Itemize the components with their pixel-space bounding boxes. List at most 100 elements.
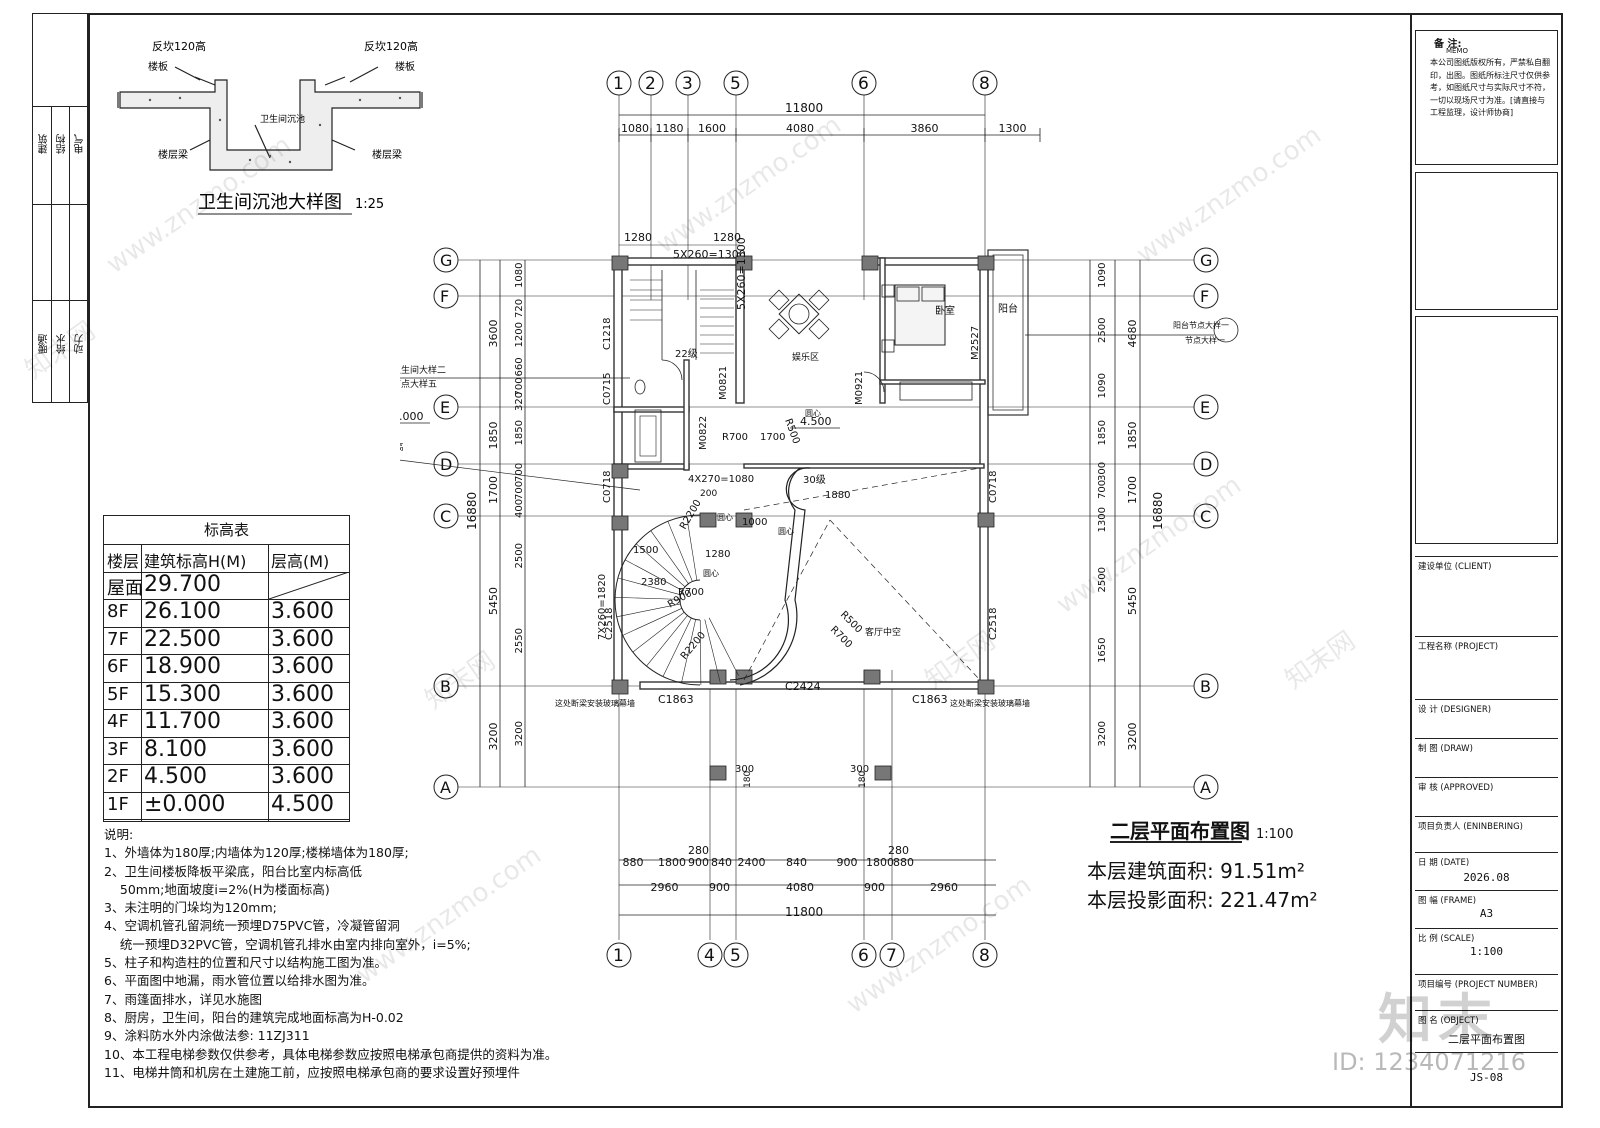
callout-text: 节点大样五	[400, 378, 437, 390]
balcony-wall	[992, 254, 1024, 411]
bed-icon	[894, 284, 946, 346]
spiral-tread	[699, 619, 702, 685]
strip-divider	[33, 300, 87, 301]
spiral-tread	[636, 543, 686, 587]
table-icon	[778, 293, 820, 335]
radius-label: R700	[722, 432, 748, 443]
table-cell: 3.600	[271, 681, 334, 707]
dim-text: 280	[688, 844, 709, 857]
dim-text: 1650	[1097, 638, 1108, 663]
dim-text: 4X270=1080	[688, 474, 754, 485]
detail-scale: 1:25	[355, 197, 384, 212]
brand-logo: 知末	[1378, 988, 1498, 1051]
engineering-label: 项目负责人 (ENINBERING)	[1418, 822, 1523, 832]
axis-bubble	[1193, 503, 1219, 529]
axis-label: 5	[730, 74, 741, 94]
approved-row: 审 核 (APPROVED)	[1415, 777, 1558, 816]
explanation-item: 10、本工程电梯参数仅供参考，具体电梯参数应按照电梯承包商提供的资料为准。	[104, 1046, 558, 1062]
column	[874, 765, 892, 781]
column	[611, 255, 629, 271]
dim-text: 2960	[651, 881, 679, 894]
dim-text: 3200	[514, 721, 525, 746]
table-cell: 层高(M)	[271, 552, 330, 571]
spiral-tread	[616, 603, 681, 618]
slab-label: 楼板	[148, 60, 168, 73]
callout-text: 卫生间大样二	[400, 364, 446, 376]
table-cell: 4.500	[144, 764, 207, 789]
elevation-table-title: 标高表	[104, 516, 349, 545]
curb-label: 反坎120高	[152, 39, 206, 53]
discipline-strip: 建筑 结构 电气 暖通 给水 动力	[32, 13, 88, 403]
column	[735, 512, 753, 528]
spiral-tread	[708, 617, 739, 676]
table-cell: 3.600	[271, 736, 334, 762]
dim-text: 1800	[658, 856, 686, 869]
dim-text: 1280	[705, 549, 730, 560]
spiral-tread	[632, 612, 685, 653]
window-label: C2518	[988, 608, 999, 640]
table-cell: 3.600	[271, 626, 334, 652]
table-cell: 18.900	[144, 654, 221, 679]
axis-bubble	[972, 942, 998, 968]
elevation-mark: 4.500	[800, 415, 832, 428]
axis-bubble	[433, 394, 459, 420]
strip-col	[51, 106, 52, 403]
axis-bubble	[972, 70, 998, 96]
axis-label: D	[440, 455, 452, 474]
notes-body: 本公司图纸版权所有，严禁私自翻印，出图。图纸所标注尺寸仅供参考，如图纸尺寸与实际…	[1430, 58, 1550, 117]
table-cell: 3F	[107, 738, 129, 760]
dim-text: 720	[514, 299, 525, 318]
axis-label: G	[440, 251, 452, 270]
dim-text: 1880	[825, 490, 850, 501]
scale-value: 1:100	[1469, 945, 1504, 958]
axis-label: 8	[979, 946, 990, 966]
scale-label: 比 例 (SCALE)	[1418, 934, 1475, 944]
date-label: 日 期 (DATE)	[1418, 858, 1470, 868]
stamp-box	[1415, 172, 1558, 310]
door-label: M0921	[854, 371, 865, 405]
beam-label: 楼层梁	[158, 148, 188, 161]
explanation-item: 11、电梯井筒和机房在土建施工前，应按照电梯承包商的要求设置好预埋件	[104, 1064, 520, 1080]
stair-label: 30级	[803, 474, 826, 486]
center-label: 圆心	[778, 527, 794, 536]
frame-value: A3	[1479, 907, 1494, 920]
notes-box: 备 注: MEMO 本公司图纸版权所有，严禁私自翻印，出图。图纸所标注尺寸仅供参…	[1415, 30, 1558, 165]
dim-text: 1280	[624, 231, 652, 244]
spiral-tread	[622, 608, 682, 636]
dim-text: 300	[1097, 462, 1108, 481]
explanation-item: 50mm;地面坡度i=2%(H为楼面标高)	[104, 881, 330, 897]
watermark-id: ID: 1234071216	[1332, 1048, 1526, 1076]
room-label: 阳台	[998, 302, 1018, 315]
table-cell: 8.100	[144, 736, 207, 762]
window-label: C0718	[602, 471, 613, 503]
dim-text: 880	[893, 856, 914, 869]
dim-text: 1080	[621, 122, 649, 135]
axis-bubble	[1193, 394, 1219, 420]
scale-row: 比 例 (SCALE) 1:100	[1415, 928, 1558, 967]
dim-text: 700	[1097, 480, 1108, 499]
dim-text: 1300	[999, 122, 1027, 135]
room-label: 娱乐区	[792, 351, 819, 363]
axis-bubble	[433, 283, 459, 309]
strip-label: 结构	[57, 134, 68, 154]
date-value: 2026.08	[1463, 871, 1510, 884]
dim-text: 2960	[930, 881, 958, 894]
wardrobe-icon	[899, 381, 973, 401]
column	[977, 512, 995, 528]
wall	[613, 257, 740, 266]
detail-title: 卫生间沉池大样图	[198, 192, 342, 213]
number-row: 项目编号 (PROJECT NUMBER)	[1415, 974, 1558, 1013]
explanation-item: 8、厨房，卫生间，阳台的建筑完成地面标高为H-0.02	[104, 1009, 404, 1025]
empty-cell-diagonal	[269, 571, 349, 599]
nightstand-icon	[881, 339, 895, 353]
wall	[743, 463, 985, 469]
window-label: C2518	[604, 608, 615, 640]
explanation-item: 统一预埋D32PVC管，空调机管孔排水由室内排向室外，i=5%;	[104, 936, 471, 952]
axis-label: 5	[730, 946, 741, 966]
shower-icon	[634, 409, 662, 463]
wall	[613, 406, 690, 413]
